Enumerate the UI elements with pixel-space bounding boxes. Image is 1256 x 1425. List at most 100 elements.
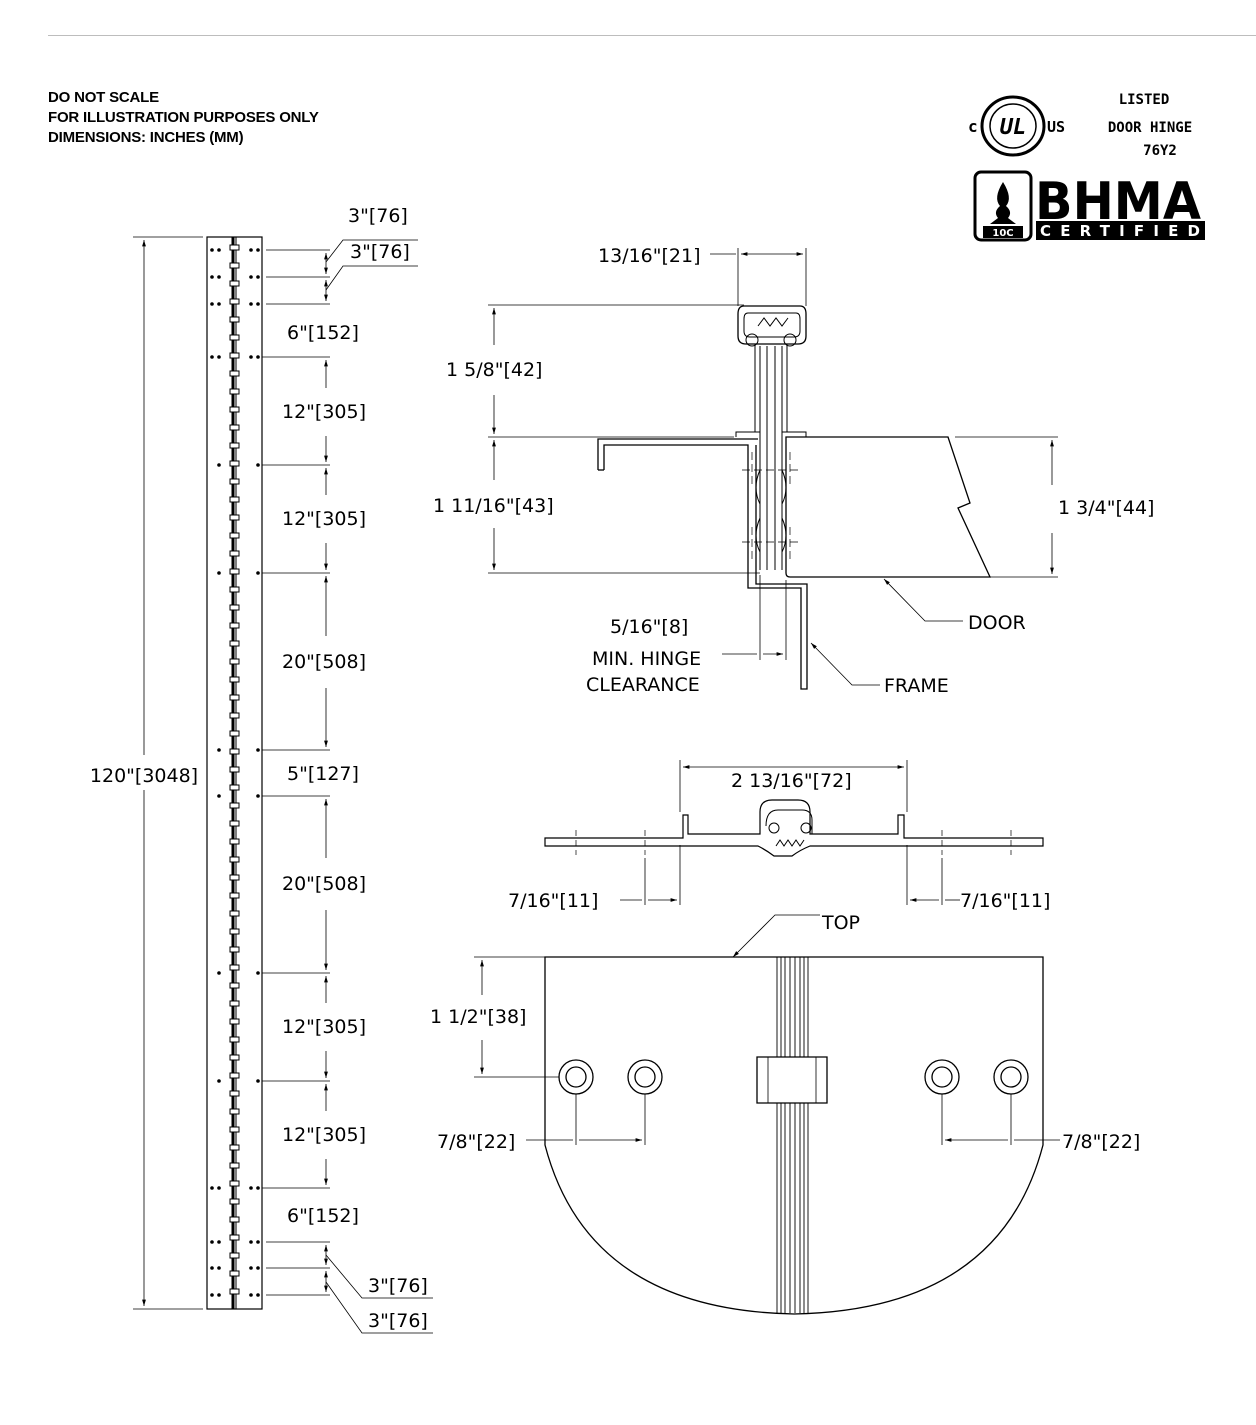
knuckle-segment — [229, 820, 240, 827]
bhma-certified-logo: 10C BHMA CERTIFIED — [973, 170, 1205, 242]
screw-hole — [249, 248, 253, 252]
knuckle-segment — [229, 766, 240, 773]
spacing-label-13: 3"[76] — [368, 1310, 428, 1332]
spacing-label-4: 12"[305] — [282, 401, 366, 423]
screw-hole — [217, 1079, 221, 1083]
ul-door-hinge-text: DOOR HINGE — [1108, 120, 1192, 136]
knuckle-segment — [229, 352, 240, 359]
knuckle-segment — [229, 874, 240, 881]
ul-code-text: 76Y2 — [1143, 143, 1177, 159]
screw-hole — [256, 248, 260, 252]
knuckle-height-dimension: 1 5/8"[42] — [446, 359, 542, 381]
left-offset-dimension: 7/16"[11] — [508, 890, 598, 912]
screw-hole — [256, 1186, 260, 1190]
screw-hole — [217, 302, 221, 306]
knuckle-segment — [229, 604, 240, 611]
knuckle-width-dimension: 13/16"[21] — [598, 245, 701, 267]
screw-hole — [249, 302, 253, 306]
knuckle-segment — [229, 1126, 240, 1133]
clearance-label-line1: MIN. HINGE — [592, 648, 701, 670]
knuckle-segment — [229, 964, 240, 971]
knuckle-segment — [229, 1198, 240, 1205]
screw-hole — [249, 275, 253, 279]
knuckle-segment — [229, 316, 240, 323]
screw-hole — [256, 355, 260, 359]
knuckle-segment — [229, 712, 240, 719]
screw-hole — [256, 1266, 260, 1270]
torch-icon — [990, 182, 1016, 224]
spacing-label-3: 6"[152] — [287, 322, 359, 344]
spacing-label-12: 3"[76] — [368, 1275, 428, 1297]
knuckle-segment — [229, 784, 240, 791]
knuckle-segment — [229, 910, 240, 917]
screw-hole — [217, 794, 221, 798]
screw-hole — [217, 463, 221, 467]
screw-hole — [217, 571, 221, 575]
header-divider — [48, 35, 1256, 36]
knuckle-segment — [229, 1036, 240, 1043]
hinge-elevation: 120"[3048] — [90, 205, 433, 1334]
door-thickness-dimension: 1 3/4"[44] — [1058, 497, 1154, 519]
screw-hole — [256, 463, 260, 467]
knuckle-segment — [229, 550, 240, 557]
screw-hole — [210, 355, 214, 359]
knuckle-segment — [229, 1252, 240, 1259]
screw-hole — [210, 1186, 214, 1190]
screw-hole — [256, 971, 260, 975]
knuckle-segment — [229, 244, 240, 251]
knuckle-segment — [229, 982, 240, 989]
top-label: TOP — [821, 912, 860, 934]
knuckle-segment — [229, 928, 240, 935]
ul-c-text: c — [968, 117, 978, 136]
screw-hole — [217, 355, 221, 359]
screw-hole — [217, 1293, 221, 1297]
drawing-notes: DO NOT SCALE FOR ILLUSTRATION PURPOSES O… — [48, 88, 319, 148]
right-offset-dimension: 7/16"[11] — [960, 890, 1050, 912]
spacing-label-9: 12"[305] — [282, 1016, 366, 1038]
spacing-label-8: 20"[508] — [282, 873, 366, 895]
screw-hole — [256, 1240, 260, 1244]
knuckle-marks — [229, 244, 240, 1295]
ul-mark-text: UL — [1000, 115, 1027, 140]
knuckle-segment — [229, 262, 240, 269]
knuckle-segment — [229, 280, 240, 287]
knuckle-segment — [229, 1054, 240, 1061]
screw-hole — [249, 355, 253, 359]
knuckle-segment — [229, 1234, 240, 1241]
screw-hole — [217, 1240, 221, 1244]
knuckle-segment — [229, 406, 240, 413]
screw-hole — [249, 1186, 253, 1190]
knuckle-segment — [229, 856, 240, 863]
knuckle-segment — [229, 1018, 240, 1025]
knuckle-segment — [229, 1180, 240, 1187]
knuckle-segment — [229, 298, 240, 305]
knuckle-segment — [229, 892, 240, 899]
knuckle-segment — [229, 1270, 240, 1277]
knuckle-segment — [229, 1162, 240, 1169]
overall-length-dimension: 120"[3048] — [90, 765, 198, 787]
spacing-extension-lines — [262, 249, 330, 1296]
knuckle-segment — [229, 1144, 240, 1151]
screw-hole — [217, 275, 221, 279]
screw-hole — [256, 571, 260, 575]
screw-hole — [217, 971, 221, 975]
knuckle-segment — [229, 658, 240, 665]
knuckle-segment — [229, 802, 240, 809]
knuckle-segment — [229, 1000, 240, 1007]
screw-hole — [249, 1240, 253, 1244]
screw-hole — [256, 275, 260, 279]
knuckle-segment — [229, 622, 240, 629]
spacing-label-1: 3"[76] — [348, 205, 408, 227]
note-do-not-scale: DO NOT SCALE — [48, 89, 159, 106]
right-hole-spacing-dimension: 7/8"[22] — [1062, 1131, 1140, 1153]
bhma-certified-text: CERTIFIED — [1040, 222, 1200, 240]
left-hole-spacing-dimension: 7/8"[22] — [437, 1131, 515, 1153]
hinge-section-view — [488, 248, 1058, 690]
knuckle-segment — [229, 334, 240, 341]
screw-hole — [256, 748, 260, 752]
frame-label: FRAME — [884, 675, 949, 697]
knuckle-segment — [229, 1108, 240, 1115]
knuckle-segment — [229, 640, 240, 647]
knuckle-segment — [229, 568, 240, 575]
knuckle-segment — [229, 1216, 240, 1223]
